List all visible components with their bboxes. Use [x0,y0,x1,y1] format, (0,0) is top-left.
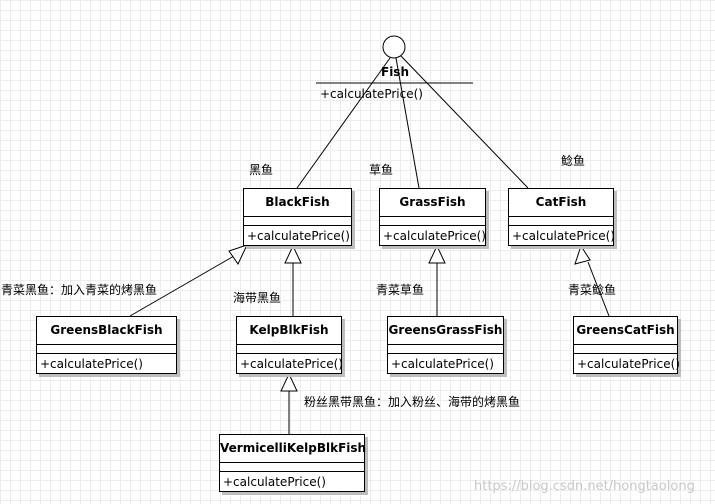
class-catfish[interactable]: CatFish +calculatePrice() [508,188,615,246]
inherit-arrowhead-greenscatfish [574,244,591,265]
label-greensblackfish: 青菜黑鱼：加入青菜的烤黑鱼 [1,283,158,297]
label-greensgrassfish: 青菜草鱼 [376,283,425,297]
attributes-compartment [237,345,341,354]
inherit-arrowhead-greensblackfish [228,244,248,265]
class-name: BlackFish [244,189,351,217]
class-blackfish[interactable]: BlackFish +calculatePrice() [243,188,352,246]
realization-line-grassfish [395,57,420,189]
class-operation: +calculatePrice() [247,229,350,243]
interface-lollipop-icon [382,35,406,59]
interface-name: Fish [381,65,409,79]
label-catfish: 鲶鱼 [561,154,586,168]
label-grassfish: 草鱼 [369,163,394,177]
class-operation: +calculatePrice() [391,357,494,371]
class-name: GreensCatFish [574,317,677,345]
class-operation: +calculatePrice() [223,475,326,489]
class-name: KelpBlkFish [237,317,341,345]
watermark: https://blog.csdn.net/hongtaolong [474,479,695,494]
attributes-compartment [380,217,485,226]
class-name: GreensBlackFish [37,317,176,345]
attributes-compartment [388,345,503,354]
class-operation: +calculatePrice() [383,229,486,243]
inherit-line-greensblackfish [129,255,235,317]
class-kelpblkfish[interactable]: KelpBlkFish +calculatePrice() [236,316,343,374]
class-grassfish[interactable]: GrassFish +calculatePrice() [379,188,486,246]
class-name: CatFish [509,189,613,217]
class-operation: +calculatePrice() [512,229,615,243]
class-name: VermicelliKelpBlkFish [220,435,366,463]
label-kelpblkfish: 海带黑鱼 [233,291,282,305]
class-operation: +calculatePrice() [40,357,143,371]
class-name: GrassFish [380,189,485,217]
label-vermicellikelpblkfish: 粉丝黑带黑鱼：加入粉丝、海带的烤黑鱼 [304,395,521,409]
attributes-compartment [37,345,176,354]
realization-line-blackfish [296,57,391,189]
class-greenscatfish[interactable]: GreensCatFish +calculatePrice() [573,316,680,374]
attributes-compartment [574,345,677,354]
realization-line-catfish [400,55,529,189]
class-name: GreensGrassFish [388,317,503,345]
attributes-compartment [509,217,613,226]
class-operation: +calculatePrice() [240,357,343,371]
class-operation: +calculatePrice() [577,357,680,371]
inherit-arrowhead-vermicelli [280,372,298,392]
attributes-compartment [220,463,364,472]
interface-operation: +calculatePrice() [320,87,423,101]
class-greensblackfish[interactable]: GreensBlackFish +calculatePrice() [36,316,177,374]
label-blackfish: 黑鱼 [249,163,274,177]
class-vermicellikelpblkfish[interactable]: VermicelliKelpBlkFish +calculatePrice() [219,434,366,492]
inherit-arrowhead-greensgrassfish [428,244,446,264]
attributes-compartment [244,217,351,226]
class-greensgrassfish[interactable]: GreensGrassFish +calculatePrice() [387,316,504,374]
inherit-arrowhead-kelpblkfish [284,244,302,264]
label-greenscatfish: 青菜鲶鱼 [568,283,617,297]
inherit-line-greenscatfish [587,261,610,317]
